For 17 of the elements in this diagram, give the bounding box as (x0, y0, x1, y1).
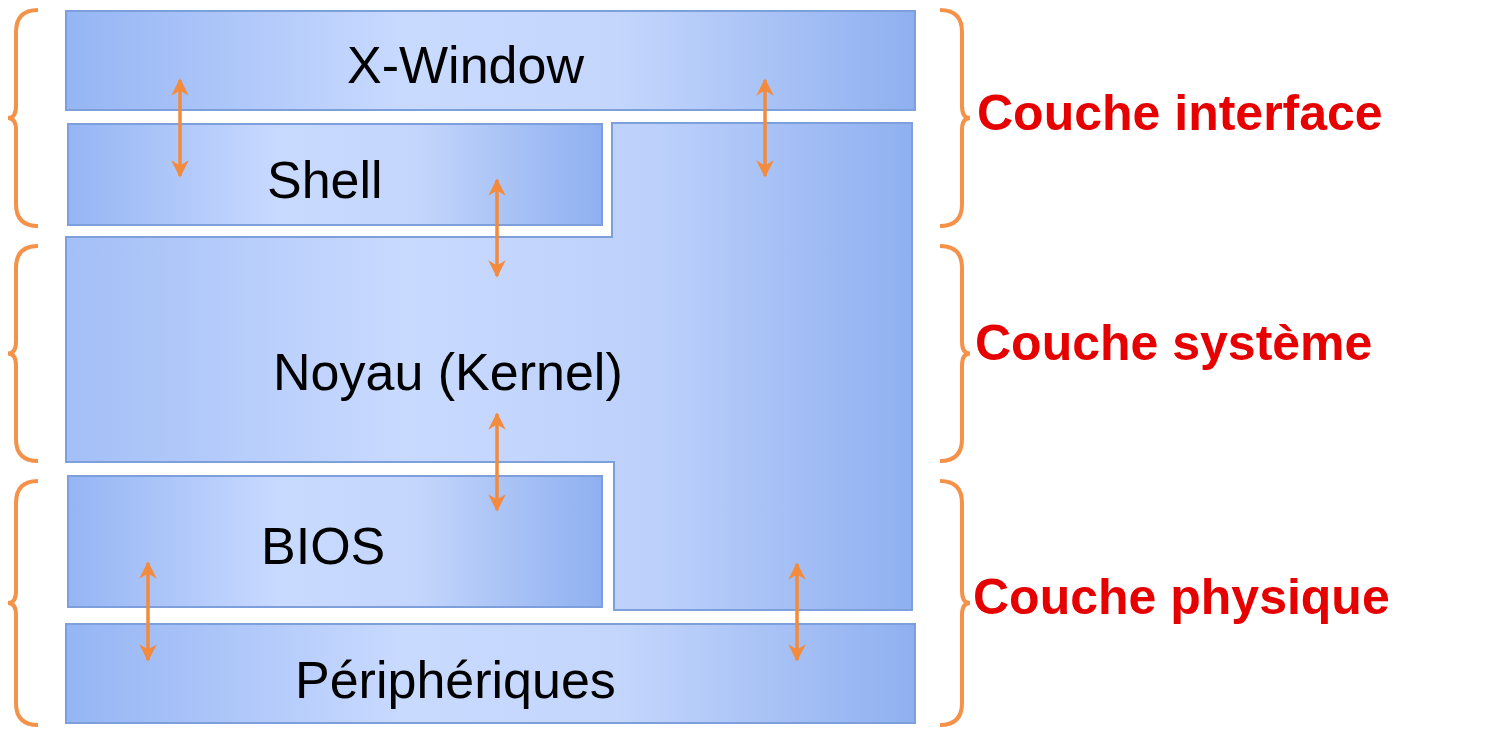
layer-label: Couche interface (977, 88, 1383, 138)
double-arrow (488, 412, 506, 512)
layer-name: Shell (267, 154, 383, 206)
layer-name: X-Window (347, 39, 584, 91)
layer-label: Couche physique (973, 572, 1390, 622)
double-arrow (488, 178, 506, 278)
double-arrow (756, 78, 774, 178)
layer-box (65, 623, 916, 724)
layer-box (67, 123, 603, 226)
kernel-shape (65, 122, 913, 611)
double-arrow (139, 561, 157, 662)
layer-name: BIOS (261, 520, 386, 572)
layer-box (67, 475, 603, 608)
layer-label: Couche système (975, 318, 1373, 368)
double-arrow (788, 562, 806, 662)
double-arrow (171, 78, 189, 178)
layer-box (65, 10, 916, 111)
